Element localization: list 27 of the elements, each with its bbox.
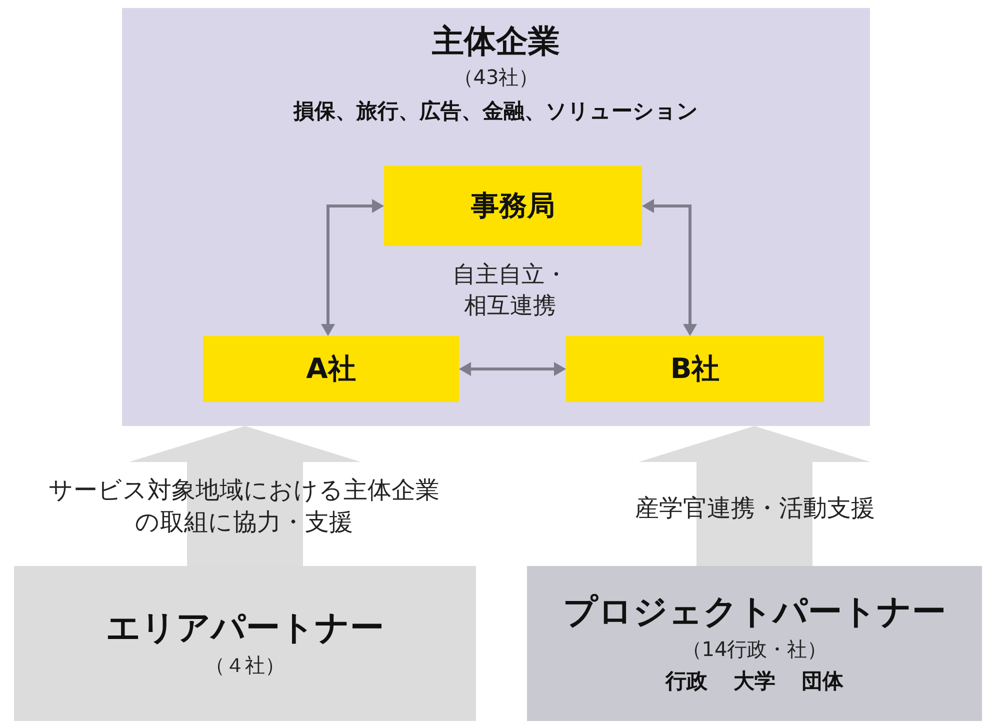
company-box: [203, 336, 459, 402]
count-text: （４社）: [205, 652, 285, 680]
industry-list: 損保、旅行、広告、金融、ソリューション: [294, 97, 698, 126]
partner-box: [14, 566, 476, 721]
category-text: 行政: [666, 668, 708, 696]
count-text: （43社）: [453, 64, 539, 92]
count-text: （14行政・社）: [682, 636, 828, 664]
organization-panel: [122, 8, 870, 426]
category-text: 団体: [802, 668, 844, 696]
box-label: B社: [670, 352, 720, 386]
company-box: [566, 336, 824, 402]
double-arrow: [321, 199, 384, 336]
block-arrow: [129, 426, 361, 566]
block-arrow: [638, 426, 870, 566]
box-label: 事務局: [471, 189, 555, 223]
double-arrow: [459, 362, 566, 376]
office-box: [384, 166, 642, 246]
box-label: A社: [306, 352, 356, 386]
partner-box: [527, 566, 982, 721]
note-text: 自主自立・相互連携: [452, 261, 568, 322]
heading: 主体企業: [432, 22, 560, 60]
heading: プロジェクトパートナー: [563, 592, 946, 632]
double-arrow: [642, 199, 697, 336]
category-text: 大学: [734, 668, 776, 696]
heading: エリアパートナー: [106, 608, 384, 648]
edge-label: サービス対象地域における主体企業の取組に協力・支援: [48, 475, 440, 538]
edge-label: 産学官連携・活動支援: [634, 493, 876, 524]
